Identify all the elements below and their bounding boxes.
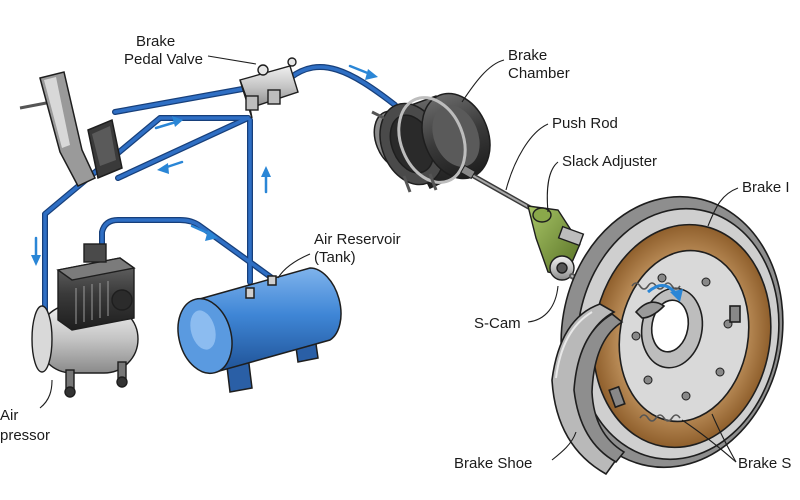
brake-pedal	[19, 71, 123, 187]
air-compressor	[31, 243, 139, 398]
flow-arrows	[31, 64, 378, 266]
flow-arrow-down	[31, 236, 41, 266]
leader-brake-drum	[707, 187, 739, 227]
leader-lines	[39, 55, 739, 463]
brake-chamber	[371, 92, 491, 193]
leader-push-rod	[505, 123, 549, 191]
label-air-compressor-line2: pressor	[0, 427, 50, 444]
leader-brake-chamber	[461, 59, 505, 103]
flow-arrow-up	[261, 166, 271, 194]
label-push-rod: Push Rod	[552, 115, 618, 132]
label-air-reservoir-line2: (Tank)	[314, 249, 356, 266]
label-brake-pedal-valve-line2: Pedal Valve	[124, 51, 203, 68]
flow-arrow-right-3	[190, 224, 218, 241]
brake-drum	[560, 195, 784, 469]
leader-brake-spring-b	[681, 419, 737, 463]
leader-slack-adjuster	[546, 161, 559, 213]
label-s-cam: S-Cam	[474, 315, 521, 332]
leader-air-reservoir	[277, 253, 311, 279]
brake-shoe	[551, 303, 626, 476]
leader-brake-pedal-valve	[207, 55, 257, 65]
label-brake-drum: Brake I	[742, 179, 790, 196]
leader-brake-shoe	[551, 431, 577, 461]
label-brake-chamber-line2: Chamber	[508, 65, 570, 82]
rotation-arrow	[647, 284, 683, 302]
label-air-reservoir-line1: Air Reservoir	[314, 231, 401, 248]
air-reservoir	[177, 267, 342, 393]
leader-s-cam	[527, 285, 559, 323]
leader-brake-spring-a	[711, 413, 737, 463]
brake-pedal-valve	[239, 57, 299, 119]
labels: Brake Pedal Valve Brake Chamber Push Rod…	[0, 33, 791, 472]
label-brake-spring: Brake S	[738, 455, 791, 472]
leader-air-compressor	[39, 379, 53, 409]
label-air-compressor-line1: Air	[0, 407, 18, 424]
label-brake-pedal-valve-line1: Brake	[136, 33, 175, 50]
flow-arrow-left	[157, 160, 184, 174]
flow-arrow-right-2	[348, 64, 378, 80]
label-slack-adjuster: Slack Adjuster	[562, 153, 657, 170]
label-brake-chamber-line1: Brake	[508, 47, 547, 64]
flow-arrow-right-1	[154, 116, 183, 130]
label-brake-shoe: Brake Shoe	[454, 455, 532, 472]
